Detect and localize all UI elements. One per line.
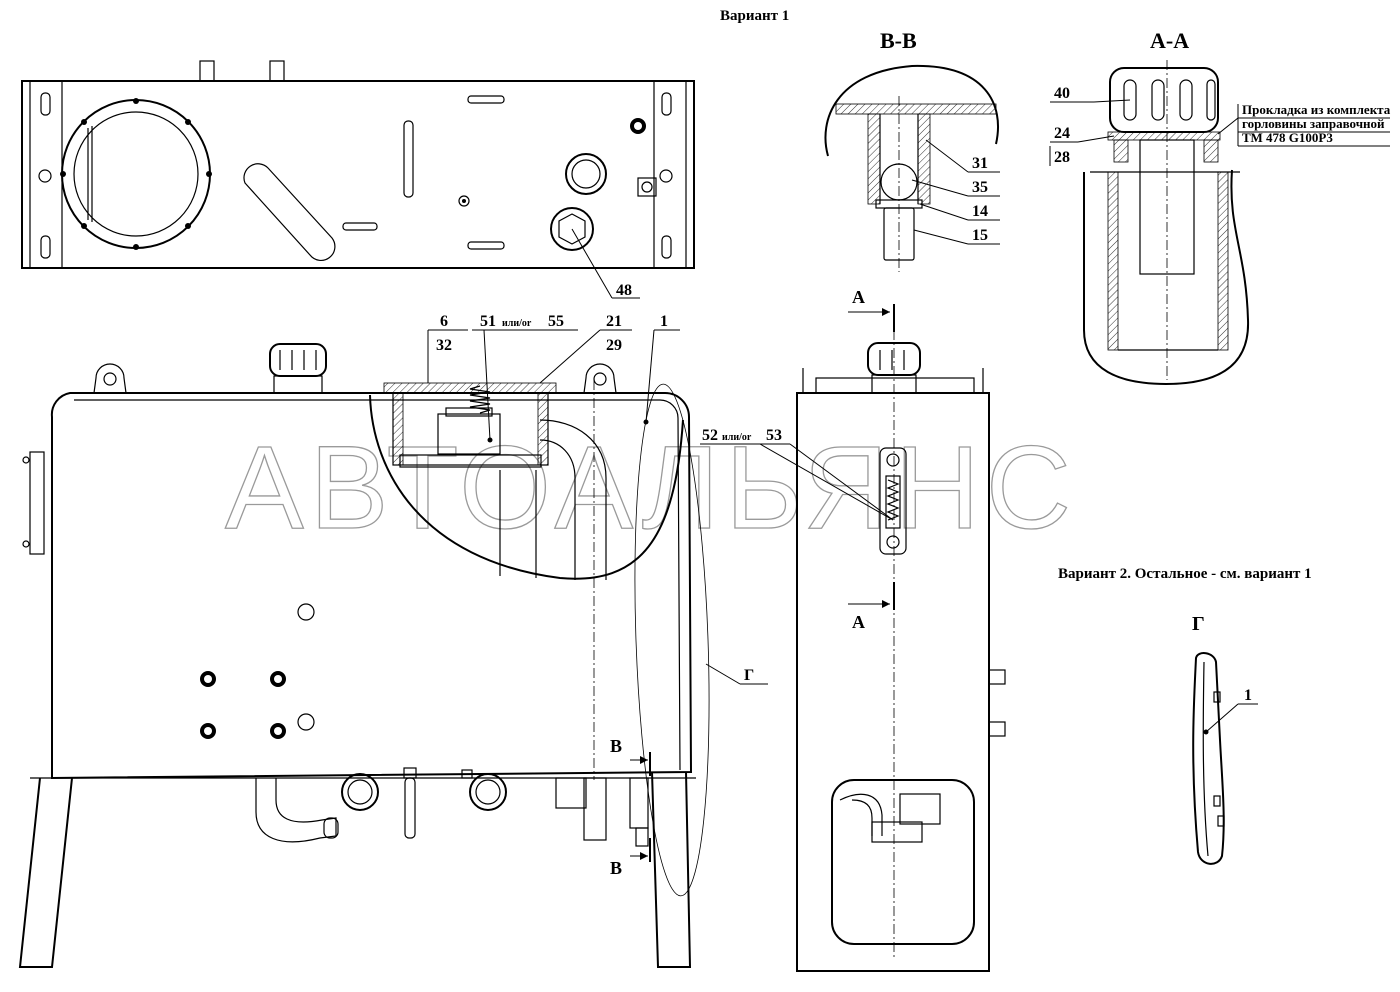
callout-31: 31: [972, 155, 988, 172]
title-variant-1: Вариант 1: [720, 8, 789, 24]
front-view: 6 32 51 или/or 55 21 29 1 Г В В: [18, 313, 768, 968]
section-aa: А-А 40 24 28 Прокладка из комплекта горл…: [1049, 28, 1391, 386]
callout-14: 14: [972, 203, 988, 220]
note-line-3: ТМ 478 G100Р3: [1242, 130, 1333, 145]
watermark: АВТОАЛЬЯНС: [225, 422, 1077, 554]
callout-28: 28: [1054, 149, 1070, 166]
callout-1: 1: [660, 313, 668, 330]
section-bb: В-В 31 35 14 15: [824, 28, 1000, 272]
callout-32: 32: [436, 337, 452, 354]
view-g: Вариант 2. Остальное - см. вариант 1 Г 1: [1058, 566, 1312, 865]
callout-55: 55: [548, 313, 564, 330]
callout-51: 51: [480, 313, 496, 330]
callout-29: 29: [606, 337, 622, 354]
callout-g: Г: [744, 667, 754, 684]
callout-35: 35: [972, 179, 988, 196]
note-line-1: Прокладка из комплекта: [1242, 102, 1391, 117]
title-section-aa: А-А: [1150, 28, 1189, 53]
top-view: 48: [21, 60, 695, 299]
section-mark-a-bottom: А: [852, 612, 865, 632]
side-view: 52 или/or 53 А А: [700, 287, 1006, 972]
callout-24: 24: [1054, 125, 1070, 142]
callout-or-1: или/or: [502, 318, 532, 329]
note-line-2: горловины заправочной: [1242, 116, 1385, 131]
callout-21: 21: [606, 313, 622, 330]
callout-6: 6: [440, 313, 448, 330]
callout-48: 48: [616, 282, 632, 299]
callout-40: 40: [1054, 85, 1070, 102]
section-mark-b-bottom: В: [610, 858, 622, 878]
callout-52: 52: [702, 427, 718, 444]
section-mark-a-top: А: [852, 287, 865, 307]
title-view-g: Г: [1192, 613, 1205, 635]
callout-or-2: или/or: [722, 432, 752, 443]
section-mark-b-top: В: [610, 736, 622, 756]
callout-1b: 1: [1244, 687, 1252, 704]
title-section-bb: В-В: [880, 28, 917, 53]
title-variant-2: Вариант 2. Остальное - см. вариант 1: [1058, 566, 1312, 582]
callout-15: 15: [972, 227, 988, 244]
callout-53: 53: [766, 427, 782, 444]
